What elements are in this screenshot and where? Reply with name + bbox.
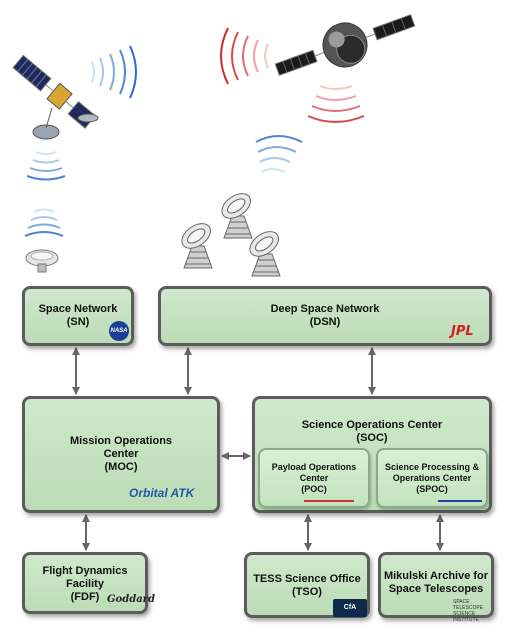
nasa-logo-icon: NASA	[109, 321, 129, 341]
spoc-title-line2: Operations Center	[392, 473, 472, 483]
tso-title: TESS Science Office	[253, 573, 361, 585]
mast-title-line2: Space Telescopes	[388, 583, 484, 595]
orbital-atk-logo-icon: Orbital ATK	[129, 486, 195, 500]
fdf-abbr: (FDF)	[70, 591, 100, 603]
soc-abbr: (SOC)	[356, 432, 388, 444]
tess-science-office-box: TESS Science Office (TSO) CfA	[244, 552, 370, 618]
mikulski-archive-box: Mikulski Archive for Space Telescopes SP…	[378, 552, 494, 623]
science-processing-operations-center-box: Science Processing & Operations Center (…	[376, 448, 488, 508]
space-network-title: Space Network	[38, 303, 118, 315]
flight-dynamics-facility-box: Flight Dynamics Facility (FDF) Goddard	[22, 552, 155, 614]
tess-signal-waves-left	[220, 27, 269, 85]
poc-title-line1: Payload Operations	[271, 462, 357, 472]
goddard-signature-icon: Goddard	[107, 594, 155, 605]
space-network-box: Space Network (SN) NASA	[22, 286, 134, 346]
spoc-abbr: (SPOC)	[416, 484, 448, 494]
mit-logo-icon	[304, 500, 354, 502]
spoc-title-line1: Science Processing &	[384, 462, 480, 472]
illustrations	[12, 14, 416, 277]
moc-title-line2: Center	[103, 448, 139, 460]
poc-title-line2: Center	[299, 473, 329, 483]
tess-signal-waves-down	[307, 85, 365, 123]
tso-abbr: (TSO)	[292, 586, 322, 598]
jpl-logo-icon: JPL	[451, 324, 474, 339]
downlink-signal-waves	[26, 151, 66, 181]
space-network-satellite-icon	[12, 54, 99, 140]
mast-title-line1: Mikulski Archive for	[383, 570, 489, 582]
mission-operations-center-box: Mission Operations Center (MOC) Orbital …	[22, 396, 220, 513]
space-network-signal-waves	[91, 45, 137, 99]
deep-space-network-box: Deep Space Network (DSN) JPL	[158, 286, 492, 346]
dsn-uplink-signal-waves	[255, 135, 303, 173]
tess-satellite-icon	[274, 14, 416, 76]
moc-abbr: (MOC)	[104, 461, 138, 473]
dsn-abbr: (DSN)	[309, 316, 341, 328]
moc-title-line1: Mission Operations	[69, 435, 173, 447]
dsn-title: Deep Space Network	[270, 303, 380, 315]
dsn-ground-antennas-icon	[181, 193, 281, 277]
fdf-title-line2: Facility	[66, 578, 104, 590]
ames-logo-icon	[438, 500, 482, 502]
fdf-title-line1: Flight Dynamics	[42, 565, 128, 577]
cfa-logo-icon: CfA	[333, 599, 367, 617]
soc-title: Science Operations Center	[301, 419, 443, 431]
payload-operations-center-box: Payload Operations Center (POC)	[258, 448, 370, 508]
poc-abbr: (POC)	[301, 484, 327, 494]
space-network-ground-dish-icon	[25, 249, 59, 273]
stsci-logo-icon: SPACE TELESCOPE SCIENCE INSTITUTE	[453, 599, 484, 623]
ground-uplink-signal-waves	[24, 208, 64, 237]
space-network-abbr: (SN)	[66, 316, 90, 328]
